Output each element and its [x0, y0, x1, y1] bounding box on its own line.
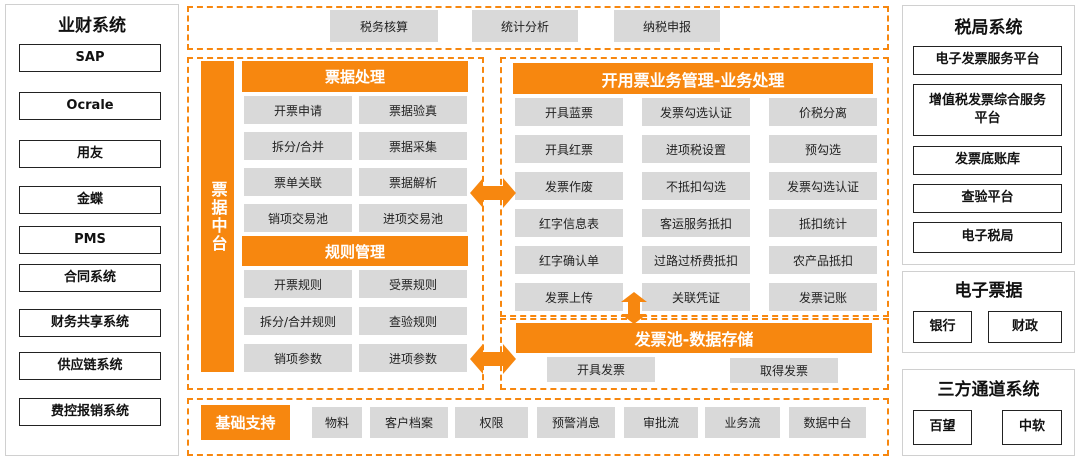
module: 进项交易池 — [359, 204, 467, 232]
bill-center-label: 票据中台 — [201, 61, 234, 372]
module: 票单关联 — [244, 168, 352, 196]
module-received-invoices: 取得发票 — [730, 358, 838, 383]
module: 红字确认单 — [515, 246, 623, 274]
tax-system: 电子税局 — [913, 222, 1062, 253]
tax-system: 发票底账库 — [913, 146, 1062, 175]
module-tax-accounting: 税务核算 — [330, 10, 438, 42]
bill-processing-grid: 开票申请 票据验真 拆分/合并 票据采集 票单关联 票据解析 销项交易池 进项交… — [244, 96, 467, 232]
system-expense: 费控报销系统 — [19, 398, 161, 426]
top-section — [187, 6, 889, 50]
rules-header: 规则管理 — [242, 236, 468, 266]
e-bill-finance: 财政 — [988, 311, 1062, 343]
tax-system: 查验平台 — [913, 184, 1062, 213]
module: 发票勾选认证 — [642, 98, 750, 126]
module: 开票申请 — [244, 96, 352, 124]
module: 发票勾选认证 — [769, 172, 877, 200]
module: 关联凭证 — [642, 283, 750, 311]
tax-system: 电子发票服务平台 — [913, 46, 1062, 75]
system-shared-finance: 财务共享系统 — [19, 309, 161, 337]
module: 票据验真 — [359, 96, 467, 124]
business-grid: 开具蓝票 发票勾选认证 价税分离 开具红票 进项税设置 预勾选 发票作废 不抵扣… — [515, 98, 877, 311]
module: 物料 — [312, 407, 362, 438]
module-statistics: 统计分析 — [472, 10, 578, 42]
module: 进项税设置 — [642, 135, 750, 163]
module: 预勾选 — [769, 135, 877, 163]
module: 客运服务抵扣 — [642, 209, 750, 237]
third-party-baiwang: 百望 — [913, 410, 972, 445]
double-arrow-icon — [470, 344, 516, 374]
module: 发票上传 — [515, 283, 623, 311]
panel-title: 三方通道系统 — [937, 380, 1040, 400]
module: 进项参数 — [359, 344, 467, 372]
system-supply-chain: 供应链系统 — [19, 352, 161, 380]
module: 数据中台 — [789, 407, 866, 438]
system-kingdee: 金蝶 — [19, 186, 161, 214]
module: 票据解析 — [359, 168, 467, 196]
module: 权限 — [455, 407, 528, 438]
e-bill-bank: 银行 — [913, 311, 972, 343]
module: 抵扣统计 — [769, 209, 877, 237]
business-header: 开用票业务管理-业务处理 — [513, 63, 873, 94]
module: 发票记账 — [769, 283, 877, 311]
module: 业务流 — [705, 407, 780, 438]
module-issued-invoices: 开具发票 — [547, 357, 655, 382]
base-header: 基础支持 — [201, 405, 290, 440]
module: 受票规则 — [359, 270, 467, 298]
module: 农产品抵扣 — [769, 246, 877, 274]
tax-system: 增值税发票综合服务平台 — [913, 84, 1062, 136]
module: 开具蓝票 — [515, 98, 623, 126]
rules-grid: 开票规则 受票规则 拆分/合并规则 查验规则 销项参数 进项参数 — [244, 270, 467, 372]
system-pms: PMS — [19, 226, 161, 254]
double-arrow-icon — [470, 178, 516, 208]
system-ocrale: Ocrale — [19, 92, 161, 120]
third-party-zhongruan: 中软 — [1002, 410, 1062, 445]
module: 预警消息 — [537, 407, 615, 438]
system-sap: SAP — [19, 44, 161, 72]
module: 开具红票 — [515, 135, 623, 163]
module: 开票规则 — [244, 270, 352, 298]
module: 拆分/合并 — [244, 132, 352, 160]
system-yonyou: 用友 — [19, 140, 161, 168]
module: 客户档案 — [370, 407, 448, 438]
module: 不抵扣勾选 — [642, 172, 750, 200]
pool-header: 发票池-数据存储 — [516, 323, 872, 353]
module: 发票作废 — [515, 172, 623, 200]
module: 审批流 — [624, 407, 698, 438]
module: 销项交易池 — [244, 204, 352, 232]
panel-title: 业财系统 — [58, 16, 126, 36]
module: 查验规则 — [359, 307, 467, 335]
module: 拆分/合并规则 — [244, 307, 352, 335]
bill-center-section — [187, 57, 484, 390]
system-contract: 合同系统 — [19, 264, 161, 292]
module: 过路过桥费抵扣 — [642, 246, 750, 274]
module: 价税分离 — [769, 98, 877, 126]
module-tax-filing: 纳税申报 — [614, 10, 720, 42]
module: 红字信息表 — [515, 209, 623, 237]
vertical-double-arrow-icon — [621, 292, 647, 324]
panel-title: 税局系统 — [954, 18, 1023, 38]
bill-processing-header: 票据处理 — [242, 61, 468, 92]
panel-title: 电子票据 — [954, 281, 1023, 301]
module: 销项参数 — [244, 344, 352, 372]
module: 票据采集 — [359, 132, 467, 160]
base-section — [187, 398, 889, 456]
